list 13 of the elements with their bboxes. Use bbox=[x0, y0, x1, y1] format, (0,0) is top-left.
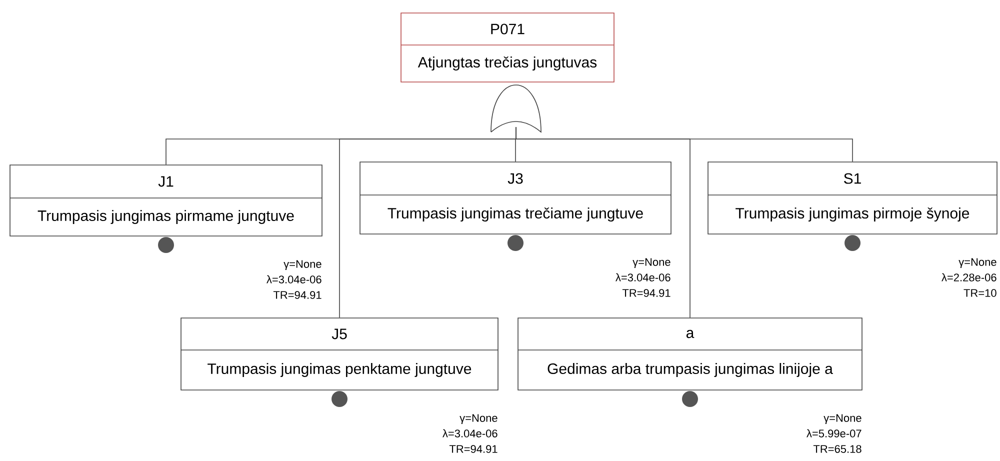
parameter-text: γ=None λ=3.04e-06 TR=94.91 bbox=[266, 260, 322, 299]
parameter-text: γ=None λ=3.04e-06 TR=94.91 bbox=[442, 414, 498, 453]
event-box: a Gedimas arba trumpasis jungimas linijoje a bbox=[518, 318, 862, 390]
event-box: J3 Trumpasis jungimas trečiame jungtuve bbox=[360, 162, 672, 234]
connector-line bbox=[516, 126, 853, 162]
event-box: J1 Trumpasis jungimas pirmame jungtuve bbox=[10, 164, 322, 236]
event-box: J5 Trumpasis jungimas penktame jungtuve bbox=[180, 318, 498, 390]
parameter-text: γ=None λ=3.04e-06 TR=94.91 bbox=[616, 258, 670, 297]
event-box: S1 Trumpasis jungimas pirmoje šynoje bbox=[708, 162, 998, 234]
or-gate bbox=[490, 84, 542, 132]
event-box: P071 Atjungtas trečias jungtuvas bbox=[400, 12, 614, 82]
parameter-text: γ=None λ=5.99e-07 TR=65.18 bbox=[806, 414, 862, 453]
parameter-text: γ=None λ=2.28e-06 TR=10 bbox=[942, 258, 996, 297]
